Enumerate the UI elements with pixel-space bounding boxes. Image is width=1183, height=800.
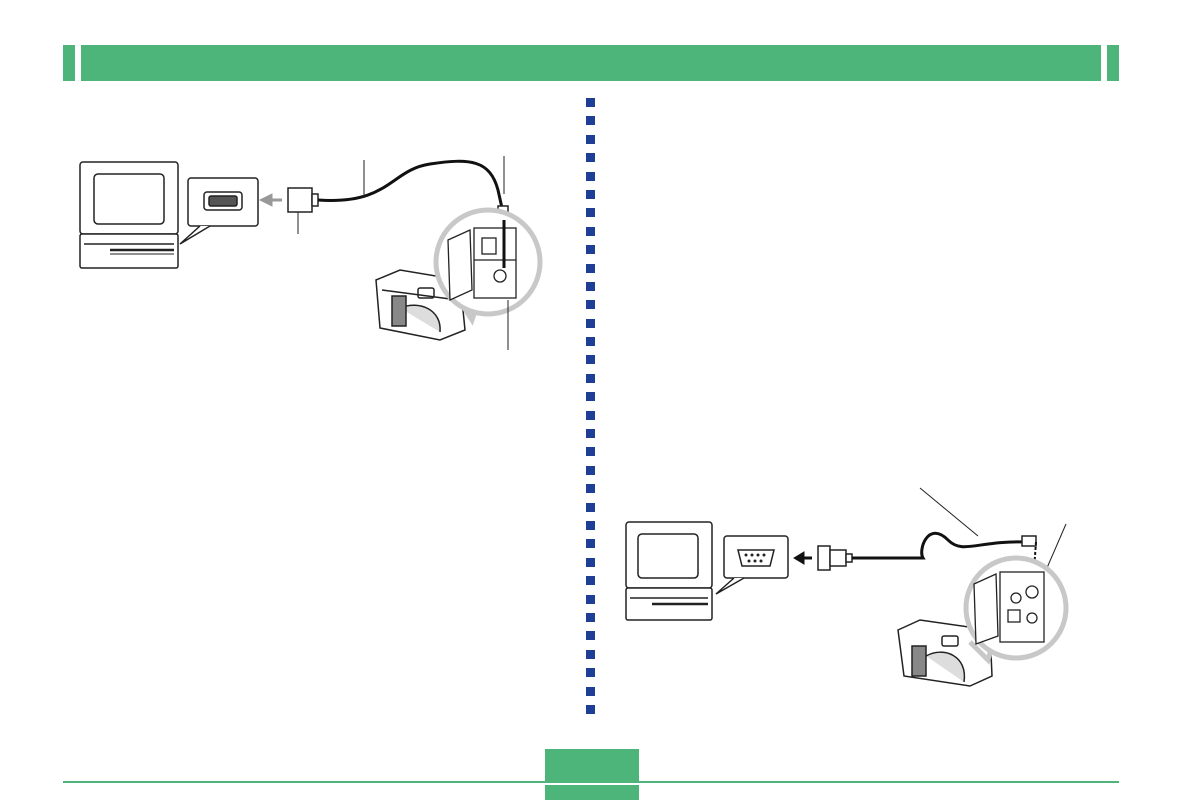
serial-port-callout	[715, 535, 789, 595]
divider-square	[586, 189, 595, 199]
serial-diagram	[625, 487, 1069, 687]
divider-square	[586, 263, 595, 273]
divider-square	[586, 337, 595, 347]
terminal-zoom-callout	[433, 207, 543, 326]
computer-icon	[79, 161, 179, 269]
divider-square	[586, 502, 595, 512]
usb-cable	[317, 159, 504, 209]
serial-connection-illustration	[618, 480, 1088, 695]
divider-square	[586, 300, 595, 310]
page-tab-top	[545, 749, 639, 782]
divider-square	[586, 484, 595, 494]
page-number-tab	[545, 749, 639, 800]
divider-square	[586, 704, 595, 714]
usb-port-callout	[179, 177, 259, 245]
insert-arrow	[793, 551, 812, 565]
divider-square	[586, 465, 595, 475]
header-right-cap	[1107, 45, 1119, 81]
divider-square	[586, 171, 595, 181]
terminal-zoom-callout	[963, 555, 1069, 665]
divider-square	[586, 612, 595, 622]
camera-icon	[897, 619, 993, 687]
divider-square	[586, 116, 595, 126]
serial-cable	[852, 531, 1029, 560]
usb-connection-illustration	[70, 150, 550, 360]
header-band	[81, 45, 1101, 81]
divider-square	[586, 668, 595, 678]
divider-square	[586, 208, 595, 218]
divider-square	[586, 373, 595, 383]
divider-square	[586, 520, 595, 530]
header-bar	[63, 45, 1119, 81]
serial-plug	[817, 545, 853, 571]
divider-square	[586, 539, 595, 549]
divider-square	[586, 245, 595, 255]
divider-square	[586, 594, 595, 604]
divider-square	[586, 281, 595, 291]
divider-square	[586, 318, 595, 328]
divider-square	[586, 355, 595, 365]
page-tab-bottom	[545, 785, 639, 800]
divider-square	[586, 557, 595, 567]
usb-plug	[287, 187, 319, 213]
divider-square	[586, 649, 595, 659]
divider-square	[586, 429, 595, 439]
divider-square	[586, 226, 595, 236]
divider-square	[586, 98, 595, 107]
divider-square	[586, 153, 595, 163]
footer-rule	[63, 781, 1119, 783]
divider-square	[586, 134, 595, 144]
column-divider	[586, 98, 596, 718]
divider-square	[586, 392, 595, 402]
divider-square	[586, 686, 595, 696]
divider-square	[586, 410, 595, 420]
divider-square	[586, 576, 595, 586]
header-left-cap	[63, 45, 75, 81]
divider-square	[586, 631, 595, 641]
insert-arrow	[258, 193, 282, 207]
usb-diagram	[79, 156, 543, 350]
divider-square	[586, 447, 595, 457]
computer-icon	[625, 521, 713, 621]
